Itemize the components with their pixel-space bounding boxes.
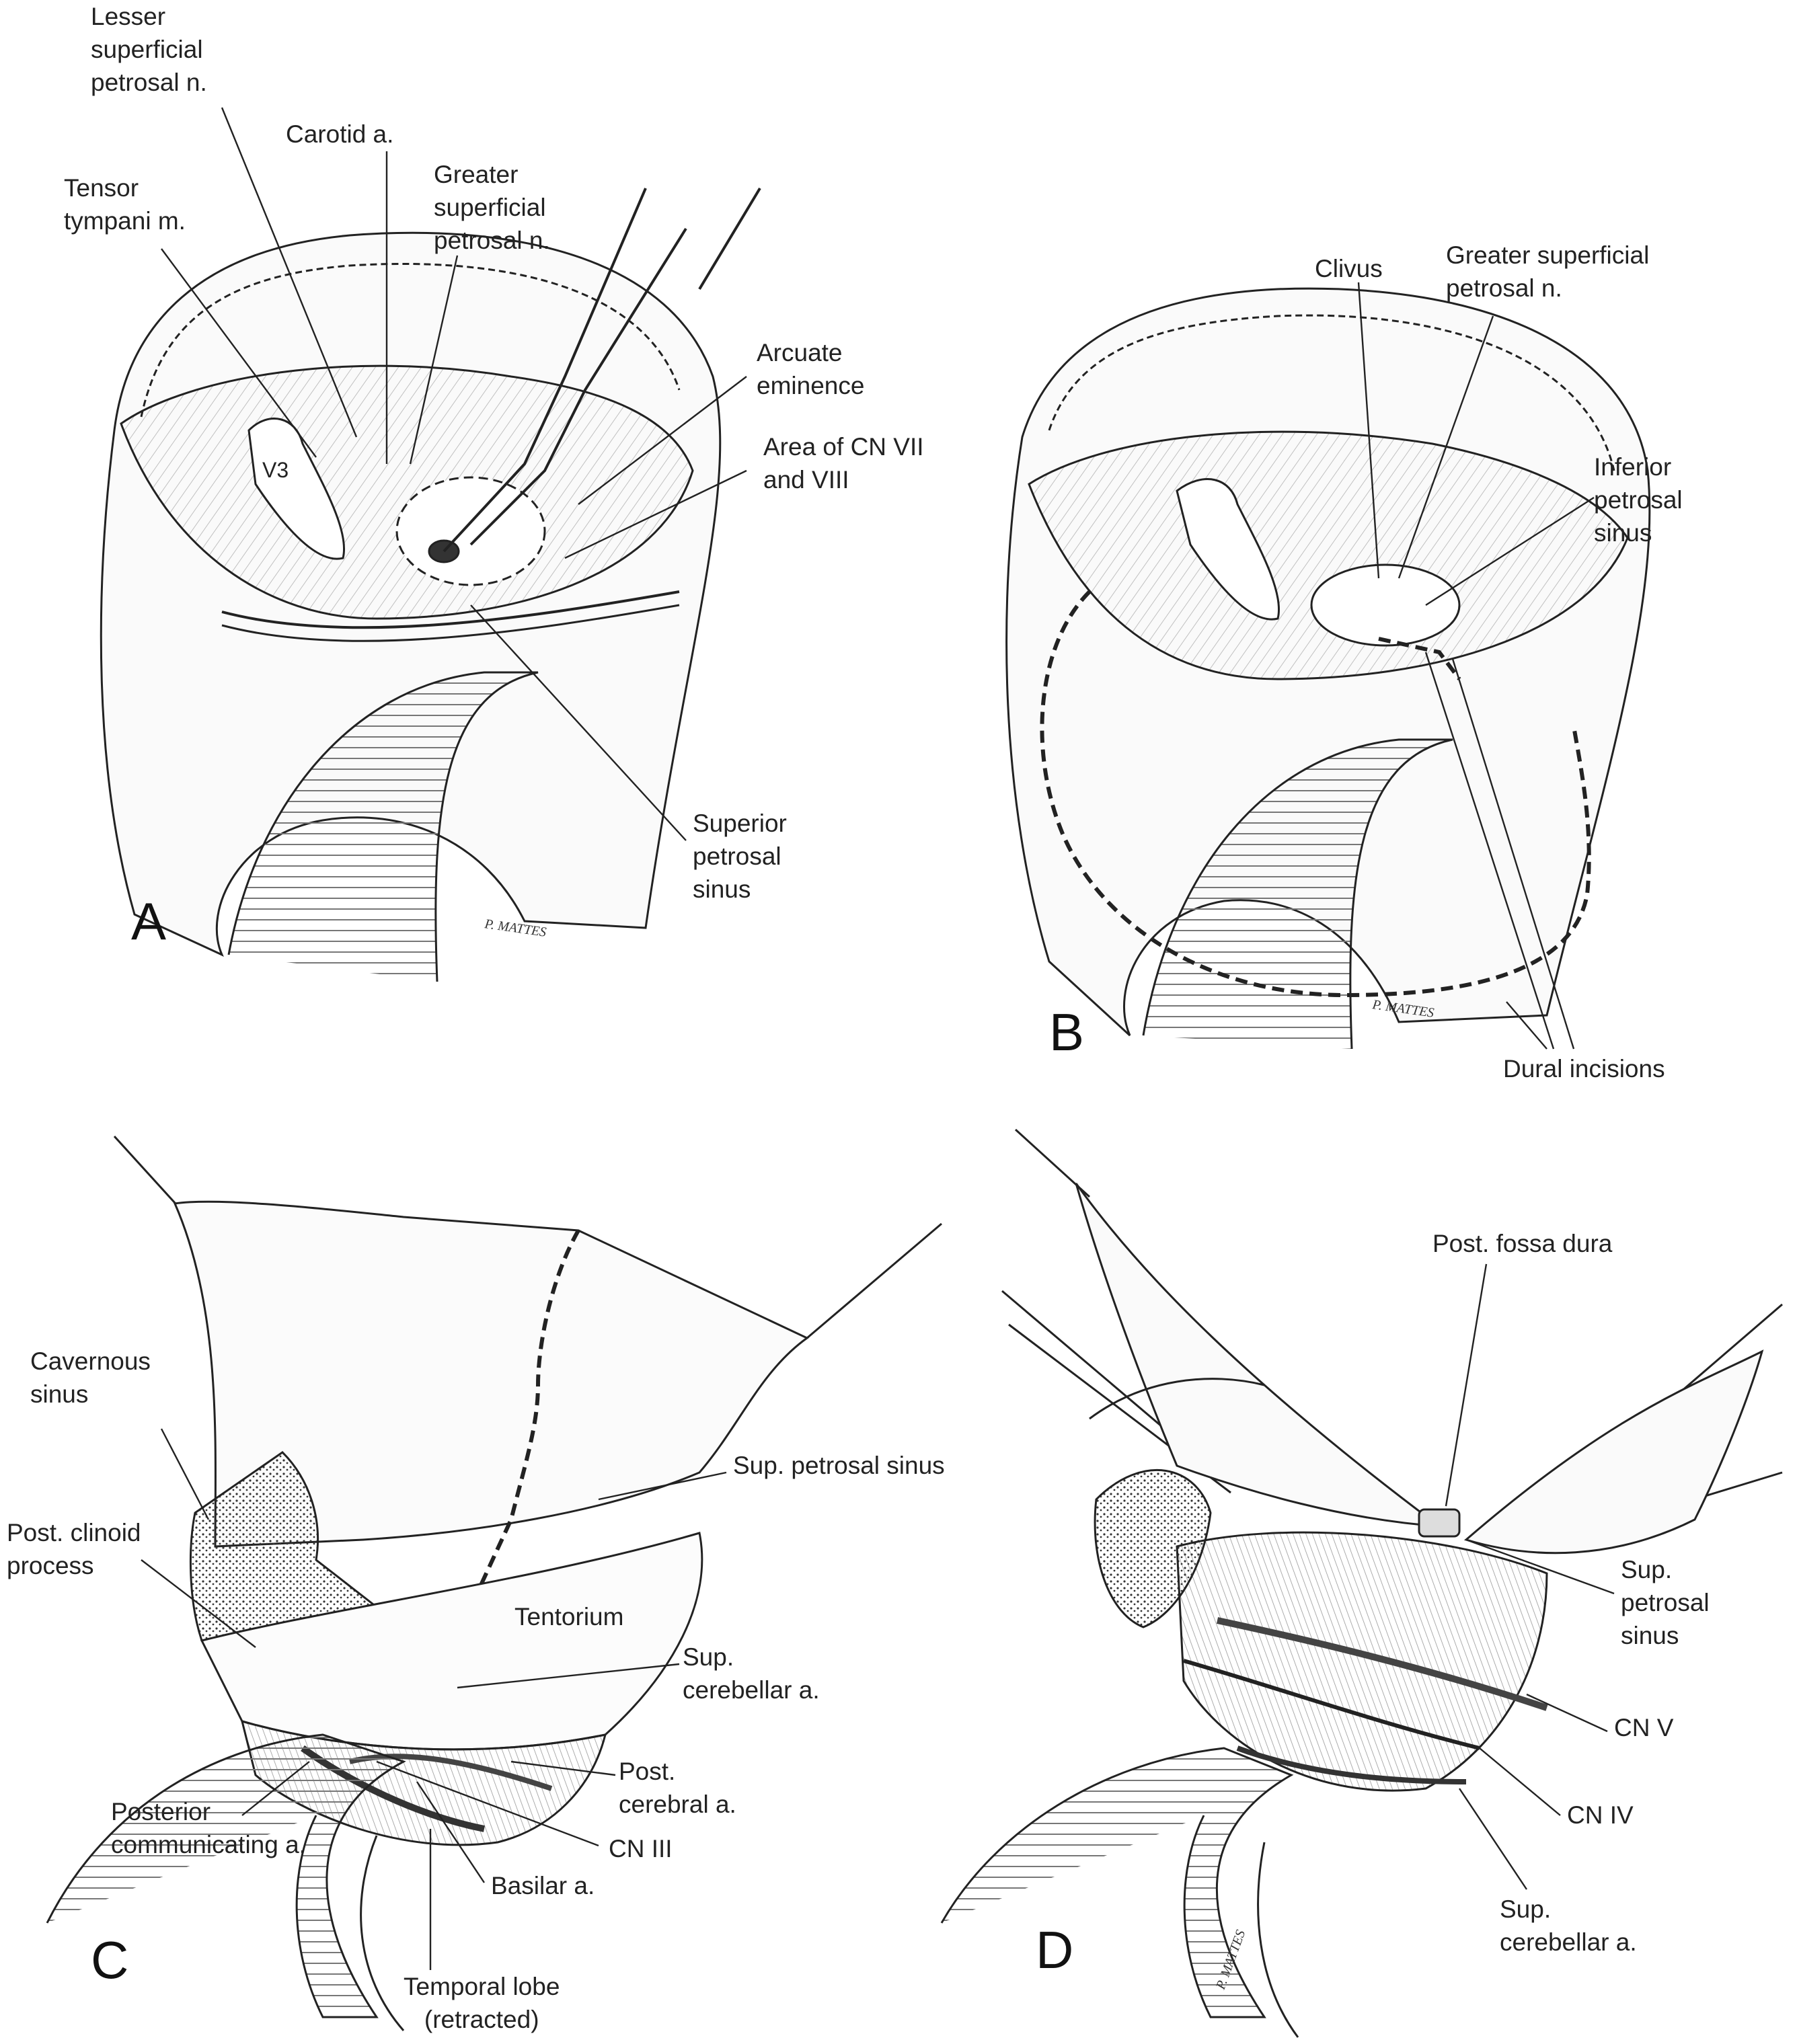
panel-a-v3-nerve	[247, 418, 345, 560]
panel-d-retractor	[940, 1747, 1294, 2018]
label-a-carotid: Carotid a.	[286, 120, 394, 148]
label-c-post-cerebral: Post. cerebral a.	[619, 1758, 736, 1818]
panel-a-drawing	[100, 187, 761, 982]
label-c-sup-cerebellar: Sup. cerebellar a.	[683, 1643, 820, 1704]
label-c-tentorium: Tentorium	[514, 1603, 624, 1630]
label-a-tensor-tympani: Tensor tympani m.	[64, 174, 186, 235]
panel-a-retractor	[227, 671, 539, 982]
panel-d-dura-leaf-left	[1075, 1183, 1443, 1528]
panel-b-clivus-region	[1310, 563, 1461, 647]
panel-d-letter: D	[1036, 1920, 1074, 1979]
label-c-temporal-lobe: Temporal lobe (retracted)	[404, 1973, 560, 2033]
panel-c-drawing	[46, 1135, 942, 2031]
label-a-greater-superficial-petrosal: Greater superficial petrosal n.	[434, 161, 550, 254]
panel-d-dura-leaf-right	[1463, 1349, 1764, 1555]
panel-c-letter: C	[91, 1930, 129, 1990]
label-b-greater-superficial-petrosal: Greater superficial petrosal n.	[1446, 241, 1650, 302]
panel-b-drawing	[1005, 287, 1651, 1050]
panel-a-drill	[443, 188, 687, 553]
panel-b-letter: B	[1049, 1003, 1085, 1062]
label-c-basilar: Basilar a.	[491, 1872, 595, 1899]
label-c-sup-petrosal-sinus: Sup. petrosal sinus	[733, 1452, 945, 1479]
panel-d-exposure	[1176, 1531, 1548, 1792]
label-b-inferior-petrosal-sinus: Inferior petrosal sinus	[1594, 453, 1683, 547]
label-d-cn-v: CN V	[1614, 1714, 1674, 1741]
leader-lines	[141, 107, 1615, 1970]
panel-b-v3-nerve	[1176, 478, 1280, 621]
label-a-superior-petrosal-sinus: Superior petrosal sinus	[693, 810, 787, 903]
panel-d-cn-iv	[1183, 1659, 1480, 1750]
panel-c-retractor	[46, 1733, 406, 2018]
label-c-cn-iii: CN III	[609, 1835, 673, 1862]
label-c-cavernous-sinus: Cavernous sinus	[30, 1347, 151, 1408]
panel-d-clip	[1418, 1508, 1461, 1538]
label-d-sup-cerebellar: Sup. cerebellar a.	[1500, 1895, 1637, 1956]
label-d-sup-petrosal-sinus: Sup. petrosal sinus	[1621, 1556, 1710, 1649]
panel-d-cn-v	[1216, 1617, 1548, 1711]
label-a-v3: V3	[262, 458, 289, 482]
panel-c-dural-incision	[428, 1229, 580, 1696]
label-a-cn-vii-viii: Area of CN VII and VIII	[763, 433, 924, 494]
panel-b-dural-incision-outer	[1040, 590, 1591, 998]
panel-c-dura-flap	[173, 1200, 809, 1548]
label-a-lesser-superficial-petrosal: Lesser superficial petrosal n.	[91, 3, 207, 96]
panel-d-drawing	[940, 1128, 1783, 2038]
label-c-posterior-communicating: Posterior communicating a.	[111, 1798, 306, 1858]
panel-d-sup-cerebellar	[1236, 1745, 1467, 1784]
label-a-arcuate-eminence: Arcuate eminence	[757, 339, 865, 399]
panel-a-letter: A	[131, 892, 167, 951]
label-b-clivus: Clivus	[1315, 255, 1383, 282]
label-d-post-fossa-dura: Post. fossa dura	[1432, 1230, 1613, 1257]
panel-b-dural-incision-inner	[1378, 637, 1461, 680]
label-c-post-clinoid-process: Post. clinoid process	[7, 1519, 141, 1579]
panel-c-cavernous-sinus	[189, 1451, 379, 1642]
label-b-dural-incisions: Dural incisions	[1503, 1055, 1665, 1083]
label-d-cn-iv: CN IV	[1567, 1801, 1634, 1829]
